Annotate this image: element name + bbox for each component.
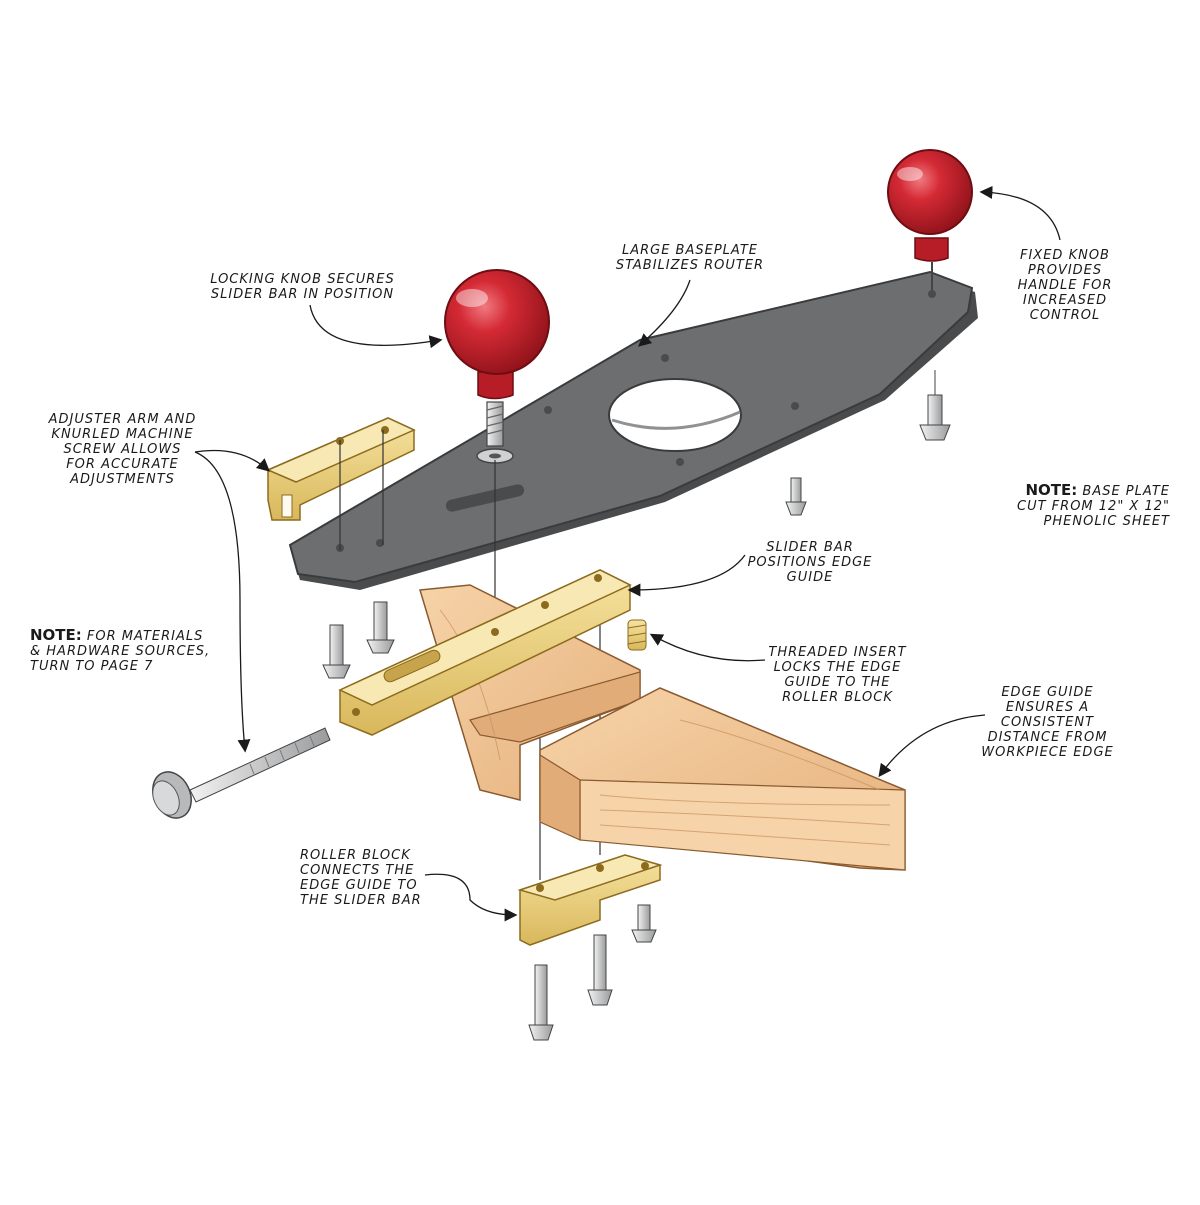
slider-bar [338,569,632,736]
knurled-machine-screw [152,727,331,819]
baseplate-note-body: BASE PLATE CUT FROM 12" X 12" PHENOLIC S… [1017,484,1170,529]
materials-note: NOTE: FOR MATERIALS & HARDWARE SOURCES, … [30,626,230,675]
baseplate [288,270,978,590]
baseplate-note-head: NOTE: [1025,481,1078,499]
adjuster-arm [266,417,416,521]
threaded-insert [627,619,647,651]
roller-block-label: ROLLER BLOCK CONNECTS THE EDGE GUIDE TO … [300,848,422,908]
roller-block-screws [528,904,657,1041]
baseplate-slot [445,484,525,512]
baseplate-label: LARGE BASEPLATE STABILIZES ROUTER [615,243,765,273]
fixed-knob-label: FIXED KNOB PROVIDES HANDLE FOR INCREASED… [1017,248,1113,323]
materials-note-body: FOR MATERIALS & HARDWARE SOURCES, TURN T… [30,629,211,674]
baseplate-note: NOTE: BASE PLATE CUT FROM 12" X 12" PHEN… [985,481,1170,530]
edge-guide-label: EDGE GUIDE ENSURES A CONSISTENT DISTANCE… [981,685,1114,760]
locking-stud [476,401,514,464]
threaded-insert-label: THREADED INSERT LOCKS THE EDGE GUIDE TO … [768,645,907,705]
roller-block [517,854,663,946]
fixed-knob-screw [919,370,951,441]
fixed-knob [887,149,973,290]
materials-note-head: NOTE: [30,626,82,644]
adjuster-arm-label: ADJUSTER ARM AND KNURLED MACHINE SCREW A… [48,412,197,487]
leader-arrows [194,185,1061,922]
baseplate-screws [322,601,395,679]
locking-knob-label: LOCKING KNOB SECURES SLIDER BAR IN POSIT… [210,272,395,302]
router-bit-opening [608,378,742,452]
slider-bar-label: SLIDER BAR POSITIONS EDGE GUIDE [747,540,873,585]
locking-knob [444,269,550,400]
baseplate-screw [785,477,807,516]
